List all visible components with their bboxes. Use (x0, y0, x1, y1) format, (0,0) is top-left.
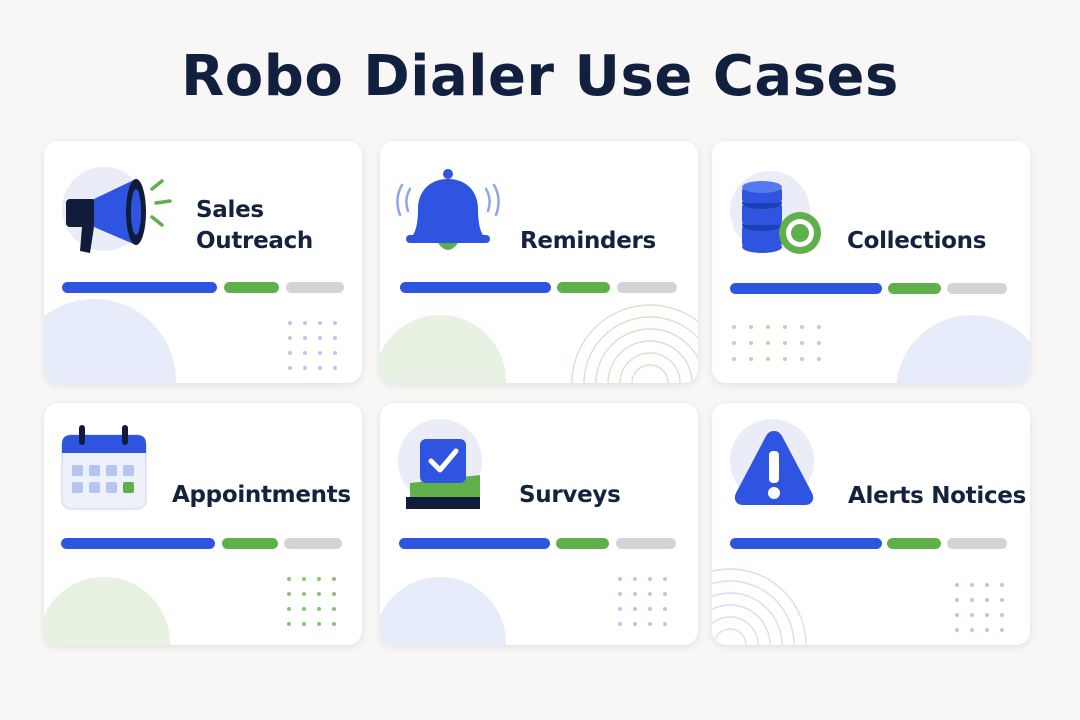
card-label: Sales Outreach (196, 195, 313, 257)
decor-circle (380, 577, 506, 645)
dot-grid (955, 583, 1004, 632)
card-label-line: Appointments (172, 482, 351, 508)
decor-circle (44, 577, 170, 645)
decor-circle (896, 315, 1030, 383)
card-collections[interactable]: Collections (712, 141, 1030, 383)
card-decoration (730, 171, 1030, 383)
card-decoration (44, 167, 344, 383)
progress-bars (399, 538, 676, 549)
dot-grid (287, 577, 336, 626)
dot-grid (288, 321, 337, 370)
card-label-line: Outreach (196, 228, 313, 254)
card-sales-outreach[interactable]: Sales Outreach (44, 141, 362, 383)
concentric-arcs (571, 304, 698, 383)
megaphone-icon (62, 167, 172, 253)
card-label-line: Sales (196, 197, 264, 223)
card-decoration (380, 169, 698, 383)
card-label: Surveys (519, 480, 621, 511)
warning-icon (730, 419, 814, 505)
card-alerts-notices[interactable]: Alerts Notices (712, 403, 1030, 645)
card-label-line: Collections (847, 228, 987, 254)
progress-bars (730, 283, 1007, 294)
dot-grid (732, 325, 821, 361)
coin-stack-icon (730, 171, 821, 254)
card-label-line: Surveys (519, 482, 621, 508)
card-decoration (712, 419, 1007, 645)
progress-bars (61, 538, 342, 549)
progress-bars (62, 282, 344, 293)
concentric-arcs (712, 568, 807, 645)
card-label: Appointments (172, 480, 351, 511)
decor-circle (380, 315, 506, 383)
card-label-line: Reminders (520, 228, 656, 254)
card-label: Reminders (520, 226, 656, 257)
page-title: Robo Dialer Use Cases (181, 44, 899, 109)
progress-bars (730, 538, 1007, 549)
progress-bars (400, 282, 677, 293)
card-reminders[interactable]: Reminders (380, 141, 698, 383)
checkbox-icon (398, 419, 482, 509)
calendar-icon (61, 425, 147, 510)
card-decoration (44, 425, 342, 645)
card-label: Collections (847, 226, 986, 257)
card-label-line: Alerts Notices (848, 483, 1026, 509)
bell-icon (396, 169, 500, 250)
decor-circle (44, 299, 176, 383)
card-label: Alerts Notices (848, 481, 1026, 512)
card-appointments[interactable]: Appointments (44, 403, 362, 645)
card-decoration (380, 419, 676, 645)
dot-grid (618, 577, 667, 626)
card-surveys[interactable]: Surveys (380, 403, 698, 645)
